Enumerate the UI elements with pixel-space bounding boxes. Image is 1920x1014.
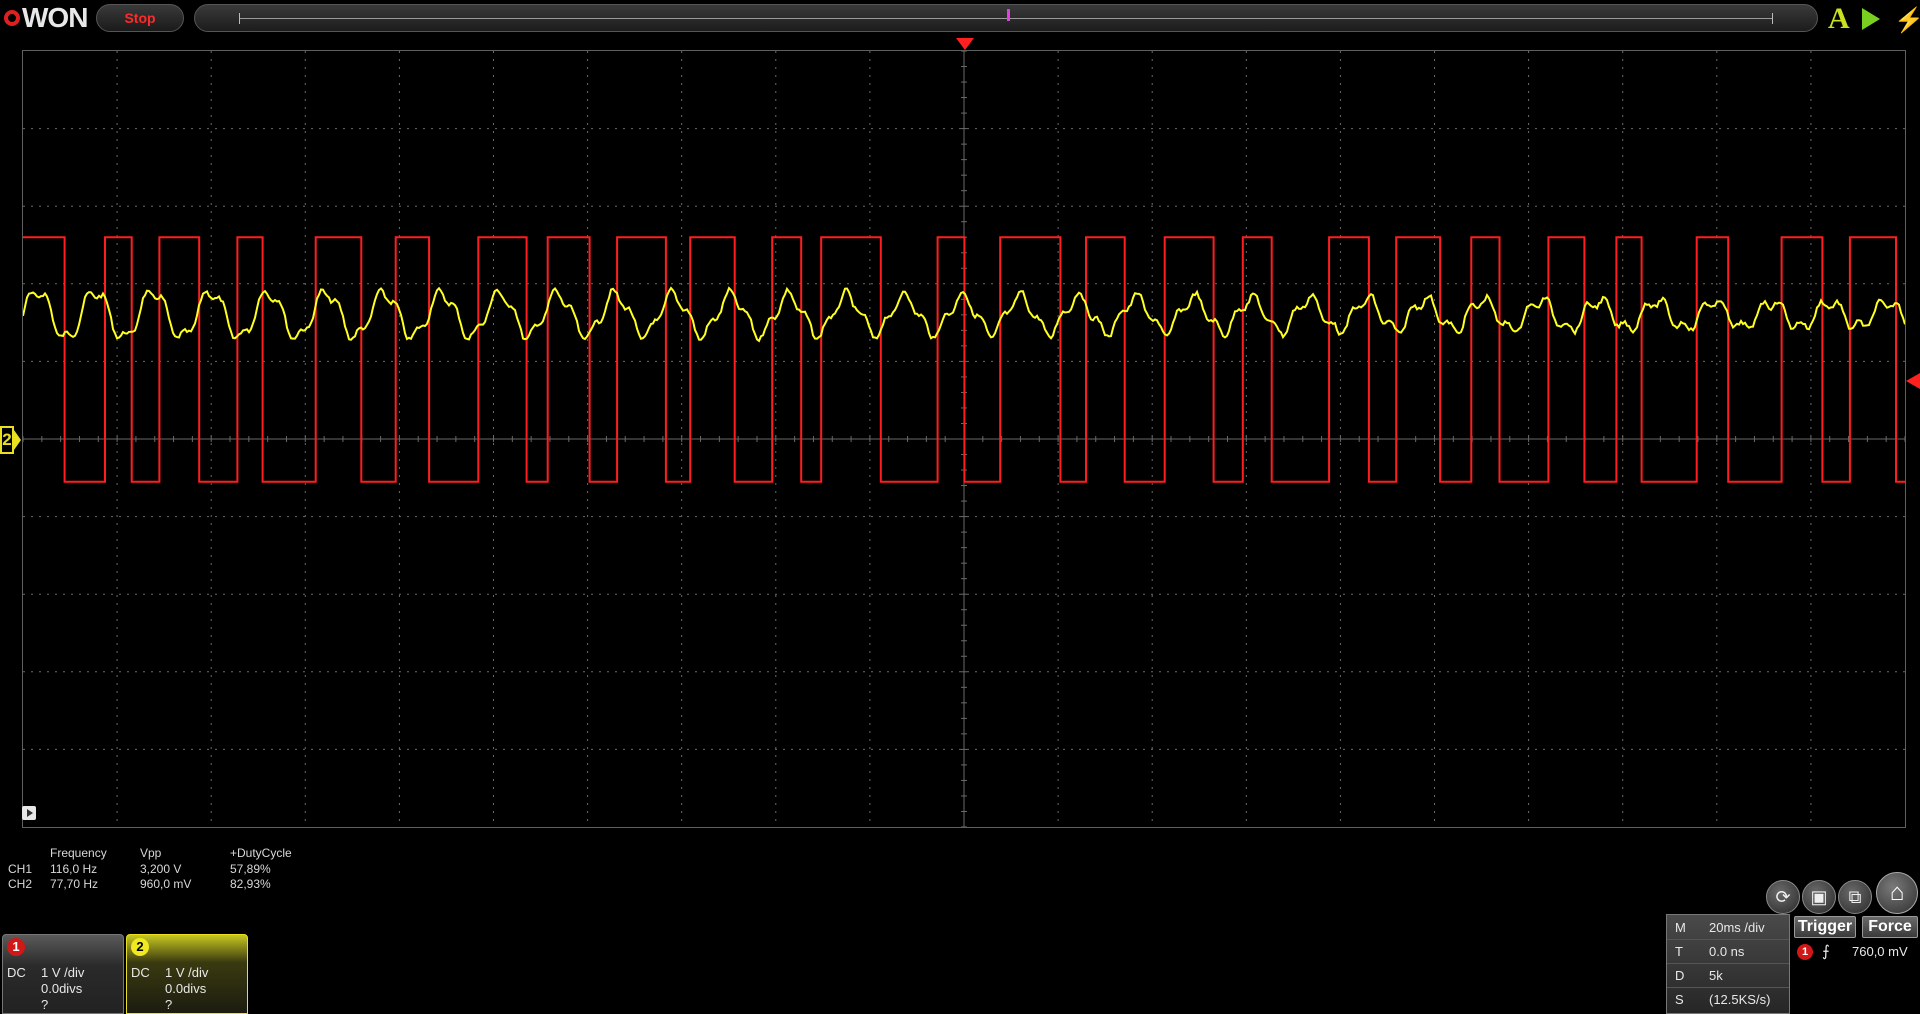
trigger-source-badge: 1 — [1797, 944, 1813, 960]
ch1-frequency: 116,0 Hz — [50, 862, 98, 876]
ch1-offset: 0.0divs — [41, 981, 83, 996]
ch1-vpp: 3,200 V — [140, 862, 182, 876]
timebase-row-trigger-time[interactable]: T 0.0 ns — [1667, 939, 1789, 964]
trigger-button[interactable]: Trigger — [1794, 916, 1856, 938]
trigger-position-marker[interactable] — [956, 38, 974, 50]
ch2-probe: ? — [165, 997, 173, 1012]
ch2-badge: 2 — [131, 938, 149, 956]
ch2-marker-label: 2 — [0, 426, 14, 454]
timebase-row-depth[interactable]: D 5k — [1667, 963, 1789, 988]
logo-text: WON — [22, 2, 88, 33]
refresh-icon[interactable]: ⟳ — [1766, 880, 1800, 914]
timeline-line — [239, 18, 1773, 19]
ch1-badge: 1 — [7, 938, 25, 956]
ch2-offset-marker[interactable]: 2 — [0, 426, 22, 454]
timebase-key: S — [1675, 992, 1684, 1007]
timebase-row-sample-rate[interactable]: S (12.5KS/s) — [1667, 987, 1789, 1011]
logo-ring-icon — [4, 10, 20, 26]
header-vpp: Vpp — [140, 846, 162, 860]
ch2-volts-div: 1 V /div — [165, 965, 209, 980]
ch1-volts-div: 1 V /div — [41, 965, 85, 980]
rising-edge-icon: ⨍ — [1822, 943, 1830, 960]
ch2-marker-tip — [14, 430, 21, 450]
ch1-panel[interactable]: 1 DC 1 V /div 0.0divs ? — [2, 934, 124, 1014]
ch1-waveform — [23, 236, 1905, 483]
ch2-waveform — [23, 286, 1905, 343]
timebase-value: 0.0 ns — [1709, 944, 1745, 959]
ch2-duty: 82,93% — [230, 877, 271, 891]
lightning-icon[interactable]: ⚡ — [1894, 7, 1920, 34]
menu-expand-icon[interactable] — [22, 806, 36, 820]
timeline-right-end — [1772, 13, 1773, 24]
row-ch1-label: CH1 — [8, 862, 33, 876]
top-bar: WON Stop A ⚡ — [0, 0, 1920, 36]
header-frequency: Frequency — [50, 846, 107, 860]
ch2-frequency: 77,70 Hz — [50, 877, 99, 891]
timebase-panel[interactable]: M 20ms /div T 0.0 ns D 5k S (12.5KS/s) — [1666, 914, 1790, 1014]
waveform-traces — [23, 236, 1905, 483]
timebase-value: 5k — [1709, 968, 1723, 983]
timebase-key: T — [1675, 944, 1683, 959]
row-ch2-label: CH2 — [8, 877, 33, 891]
timebase-key: D — [1675, 968, 1685, 983]
timeline-position-marker[interactable] — [1007, 9, 1010, 21]
ch2-panel[interactable]: 2 DC 1 V /div 0.0divs ? — [126, 934, 248, 1014]
trigger-level-value: 760,0 mV — [1852, 944, 1908, 959]
run-stop-button[interactable]: Stop — [96, 4, 184, 32]
header-duty: +DutyCycle — [230, 846, 292, 860]
ch1-probe: ? — [41, 997, 49, 1012]
trigger-level-marker[interactable] — [1906, 373, 1920, 389]
waveform-display[interactable] — [22, 50, 1906, 828]
ch1-duty: 57,89% — [230, 862, 271, 876]
save-icon[interactable]: ▣ — [1802, 880, 1836, 914]
auto-set-icon[interactable]: A — [1828, 2, 1850, 35]
home-icon[interactable]: ⌂ — [1876, 872, 1918, 914]
ch2-coupling: DC — [131, 965, 150, 980]
ch1-coupling: DC — [7, 965, 26, 980]
memory-timeline-bar[interactable] — [194, 4, 1818, 32]
force-button[interactable]: Force — [1862, 916, 1918, 938]
timebase-row-main[interactable]: M 20ms /div — [1667, 915, 1789, 940]
timebase-value: 20ms /div — [1709, 920, 1765, 935]
play-icon[interactable] — [1862, 8, 1880, 30]
copy-icon[interactable]: ⧉ — [1838, 880, 1872, 914]
owon-logo: WON — [4, 2, 88, 33]
timeline-left-end — [239, 13, 240, 24]
ch2-offset: 0.0divs — [165, 981, 207, 996]
timebase-key: M — [1675, 920, 1686, 935]
timebase-value: (12.5KS/s) — [1709, 992, 1771, 1007]
ch2-vpp: 960,0 mV — [140, 877, 192, 891]
